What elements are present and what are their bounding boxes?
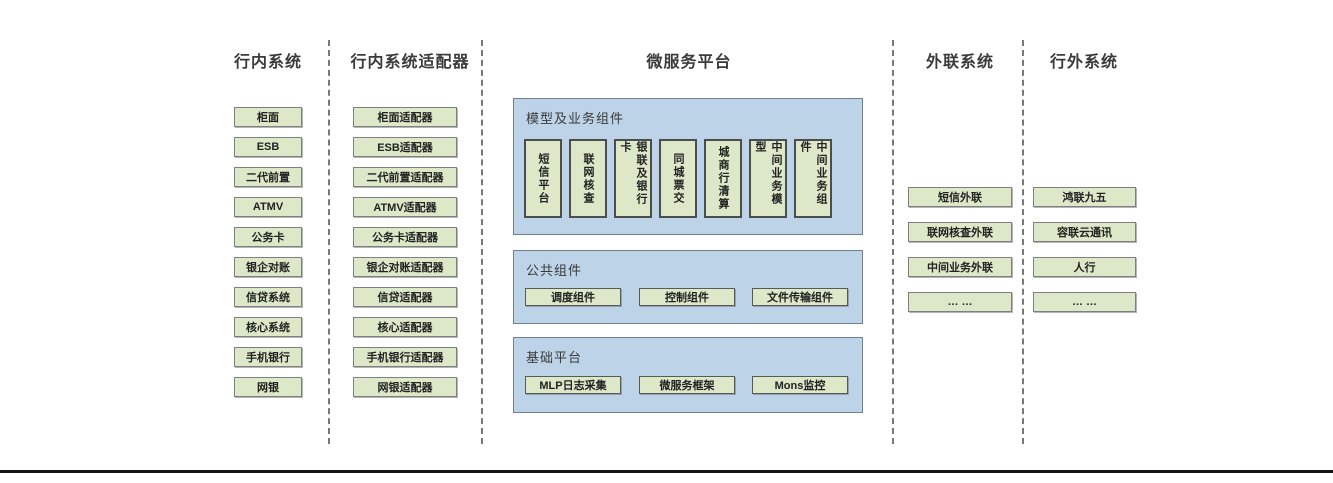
inbank-system-box: 网银	[234, 377, 302, 397]
panel-common-components: 公共组件 调度组件 控制组件 文件传输组件	[513, 250, 863, 324]
inbank-system-box: 手机银行	[234, 347, 302, 367]
outreach-system-box: 联网核查外联	[908, 222, 1012, 242]
column-separator	[481, 40, 483, 444]
common-component-box: 调度组件	[525, 288, 621, 306]
platform-component-box: 中间业务组件	[794, 139, 832, 218]
common-component-box: 文件传输组件	[752, 288, 848, 306]
inbank-system-box: ATMV	[234, 197, 302, 217]
outreach-system-box: 中间业务外联	[908, 257, 1012, 277]
inbank-system-box: 二代前置	[234, 167, 302, 187]
inbank-system-box: 银企对账	[234, 257, 302, 277]
column-header-platform: 微服务平台	[646, 54, 732, 71]
adapter-box: 公务卡适配器	[353, 227, 457, 247]
platform-component-box: 城商行清算	[704, 139, 742, 218]
external-system-box: … …	[1033, 292, 1136, 312]
column-separator	[1022, 40, 1024, 444]
panel-label: 基础平台	[526, 350, 583, 365]
column-header-inbank: 行内系统	[233, 54, 302, 71]
column-header-external: 行外系统	[1049, 54, 1118, 71]
panel-label: 模型及业务组件	[526, 111, 625, 126]
base-platform-box: Mons监控	[752, 376, 848, 394]
platform-component-box: 中间业务模型	[749, 139, 787, 218]
base-platform-box: MLP日志采集	[525, 376, 621, 394]
inbank-system-box: 柜面	[234, 107, 302, 127]
outreach-system-box: … …	[908, 292, 1012, 312]
external-system-box: 容联云通讯	[1033, 222, 1136, 242]
platform-component-box: 同城票交	[659, 139, 697, 218]
adapter-box: 柜面适配器	[353, 107, 457, 127]
panel-base-platform: 基础平台 MLP日志采集 微服务框架 Mons监控	[513, 337, 863, 413]
adapter-box: ESB适配器	[353, 137, 457, 157]
adapter-box: 信贷适配器	[353, 287, 457, 307]
column-header-outreach: 外联系统	[925, 54, 994, 71]
adapter-box: 网银适配器	[353, 377, 457, 397]
column-separator	[328, 40, 330, 444]
adapter-box: 二代前置适配器	[353, 167, 457, 187]
bottom-border-line	[0, 470, 1333, 473]
outreach-system-box: 短信外联	[908, 187, 1012, 207]
column-separator	[892, 40, 894, 444]
panel-label: 公共组件	[526, 263, 583, 278]
external-system-box: 鸿联九五	[1033, 187, 1136, 207]
platform-component-box: 联网核查	[569, 139, 607, 218]
adapter-box: 手机银行适配器	[353, 347, 457, 367]
inbank-system-box: 公务卡	[234, 227, 302, 247]
inbank-system-box: 核心系统	[234, 317, 302, 337]
panel-model-business-components: 模型及业务组件 短信平台 联网核查 银联及银行卡 同城票交 城商行清算 中间业务…	[513, 98, 863, 235]
base-platform-box: 微服务框架	[639, 376, 735, 394]
adapter-box: 核心适配器	[353, 317, 457, 337]
external-system-box: 人行	[1033, 257, 1136, 277]
column-header-adapters: 行内系统适配器	[350, 54, 470, 71]
platform-component-box: 银联及银行卡	[614, 139, 652, 218]
adapter-box: ATMV适配器	[353, 197, 457, 217]
common-component-box: 控制组件	[639, 288, 735, 306]
inbank-system-box: 信贷系统	[234, 287, 302, 307]
adapter-box: 银企对账适配器	[353, 257, 457, 277]
platform-component-box: 短信平台	[524, 139, 562, 218]
inbank-system-box: ESB	[234, 137, 302, 157]
